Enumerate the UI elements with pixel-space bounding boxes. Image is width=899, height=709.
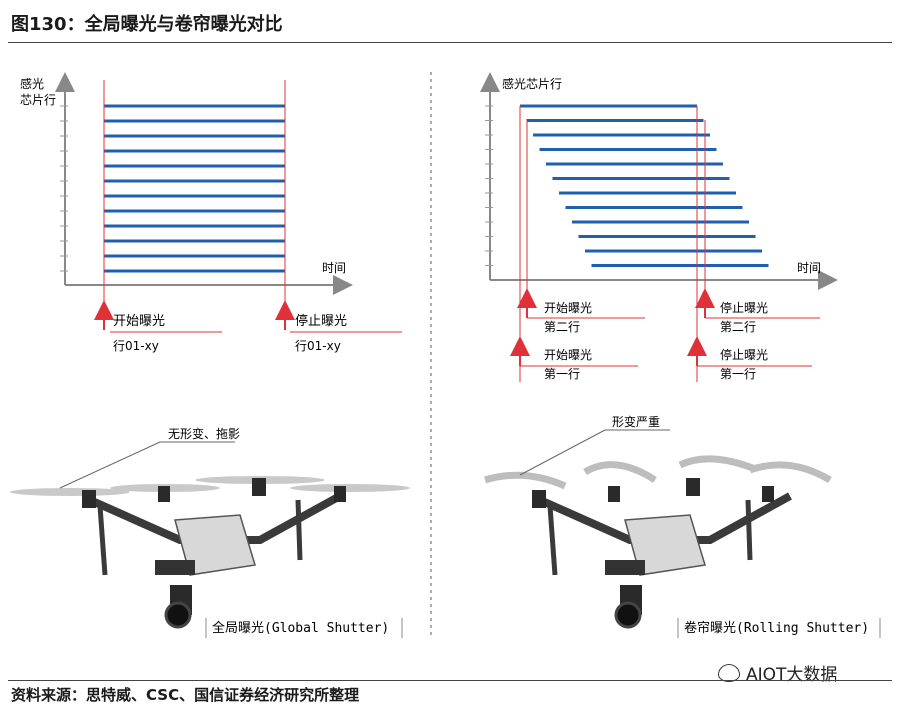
leg-2 [295,499,303,561]
leg-2 [745,499,753,561]
global-start-sub: 行01-xy [113,339,159,353]
global-y-label-1: 感光 [20,76,44,91]
global-exposure-bars [104,104,285,273]
global-annotation-leader [59,441,161,489]
global-y-label-2: 芯片行 [20,93,56,107]
rolling-annotation-leader [519,429,606,476]
rolling-y-label: 感光芯片行 [502,76,562,91]
landing-skid [605,560,645,575]
motor-4 [762,486,774,502]
watermark-text: AIOT大数据 [746,665,838,685]
landing-skid [155,560,195,575]
rolling-y-ticks [485,105,493,266]
global-stop-label: 停止曝光 [295,313,347,329]
propeller-1 [10,488,130,496]
rolling-stop-row1-label: 停止曝光 [720,347,768,362]
rolling-stop-row1-sub: 第一行 [720,367,756,381]
rolling-x-label: 时间 [797,261,821,275]
motor-1 [532,490,546,508]
global-y-ticks [60,105,68,272]
global-caption: 全局曝光(Global Shutter) [212,620,389,636]
motor-3 [686,478,700,496]
warped-propeller-4 [748,461,832,484]
rolling-stop-row2-label: 停止曝光 [720,300,768,315]
top-divider [8,42,892,43]
global-x-label: 时间 [322,261,346,275]
rolling-stop-row2-sub: 第二行 [720,320,756,334]
rolling-exposure-bars [520,104,769,267]
wechat-icon [718,663,740,682]
watermark: AIOT大数据 [718,660,837,685]
rolling-start-row2-label: 开始曝光 [544,301,592,315]
rolling-shutter-drone [483,455,832,629]
warped-propeller-1 [483,471,567,490]
figure-title: 图130：全局曝光与卷帘曝光对比 [11,14,283,35]
motor-4 [334,486,346,502]
global-start-label: 开始曝光 [113,314,165,329]
leg-1 [547,505,558,576]
motor-2 [608,486,620,502]
rolling-start-row1-sub: 第一行 [544,367,580,381]
camera-lens [614,601,642,629]
motor-2 [158,486,170,502]
rolling-caption: 卷帘曝光(Rolling Shutter) [684,620,869,636]
leg-1 [97,505,108,576]
global-shutter-chart: 感光 芯片行 时间 开始曝光 停止曝光 行01-xy 行01-xy [20,72,402,353]
camera-lens [164,601,192,629]
bottom-divider [8,680,892,681]
propeller-4 [290,484,410,492]
global-annotation: 无形变、拖影 [168,426,240,441]
rolling-start-row2-sub: 第二行 [544,320,580,334]
warped-propeller-2 [583,461,657,483]
motor-3 [252,478,266,496]
rolling-caption-bracket [677,618,881,638]
rolling-shutter-chart: 感光芯片行 时间 开始曝光 第二行 开始曝光 第一行 停止曝光 第二行 停止曝光… [480,72,838,382]
global-shutter-drone [10,476,410,629]
motor-1 [82,490,96,508]
rolling-start-row1-label: 开始曝光 [544,348,592,362]
source-note: 资料来源：思特威、CSC、国信证券经济研究所整理 [11,686,360,704]
warped-propeller-3 [678,455,757,473]
global-caption-bracket [205,618,403,638]
global-stop-sub: 行01-xy [295,339,341,353]
rolling-annotation: 形变严重 [612,414,660,429]
